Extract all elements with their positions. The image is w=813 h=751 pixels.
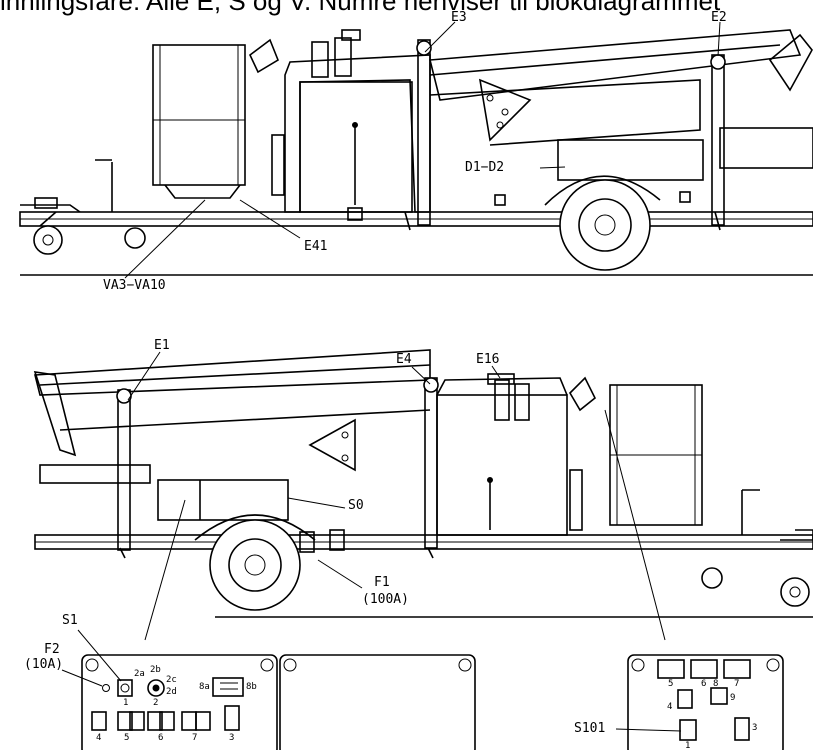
label-f2-rating: (10A) [24, 657, 64, 672]
label-e16: E16 [476, 352, 500, 367]
panel-right-label-5: 5 [668, 679, 674, 689]
panel-left-label-2c: 2c [166, 675, 177, 685]
label-e2: E2 [711, 10, 727, 25]
panel-right-label-7: 7 [734, 679, 740, 689]
label-s0: S0 [348, 498, 364, 513]
panel-right-label-1: 1 [685, 741, 691, 751]
panel-left-label-2d: 2d [166, 687, 177, 697]
label-va3-va10: VA3−VA10 [103, 278, 166, 293]
control-panel-left [61, 629, 476, 750]
panel-left-label-5: 5 [124, 733, 130, 743]
panel-right-label-6: 6 [701, 679, 707, 689]
control-panel-right [615, 654, 784, 750]
bottom-leader-lines [127, 351, 666, 641]
label-d1-d2: D1−D2 [465, 160, 505, 175]
panel-left-label-2b: 2b [150, 665, 161, 675]
label-e4: E4 [396, 352, 412, 367]
label-e41: E41 [304, 239, 328, 254]
label-e3: E3 [451, 10, 467, 25]
page-header-text: innlingsfare: Alle E, S og V. Numre henv… [0, 0, 721, 16]
label-f1-rating: (100A) [362, 592, 409, 607]
top-leader-lines [124, 21, 721, 279]
label-f2: F2 [44, 642, 60, 657]
panel-left-label-8a: 8a [199, 682, 210, 692]
panel-left-label-1: 1 [123, 698, 129, 708]
panel-right-label-4: 4 [667, 702, 673, 712]
label-s101: S101 [574, 721, 606, 736]
panel-left-label-2a: 2a [134, 669, 145, 679]
label-f1: F1 [374, 575, 390, 590]
panel-left-label-2: 2 [153, 698, 159, 708]
bottom-machine-drawing [33, 349, 813, 618]
panel-right-label-9: 9 [730, 693, 736, 703]
top-machine-drawing [19, 29, 813, 276]
label-s1: S1 [62, 613, 78, 628]
panel-left-label-4: 4 [96, 733, 102, 743]
panel-left-label-6: 6 [158, 733, 164, 743]
panel-left-label-3: 3 [229, 733, 235, 743]
panel-right-label-8: 8 [713, 679, 719, 689]
panel-left-label-8b: 8b [246, 682, 257, 692]
panel-left-label-7: 7 [192, 733, 198, 743]
label-e1: E1 [154, 338, 170, 353]
panel-right-label-3: 3 [752, 723, 758, 733]
